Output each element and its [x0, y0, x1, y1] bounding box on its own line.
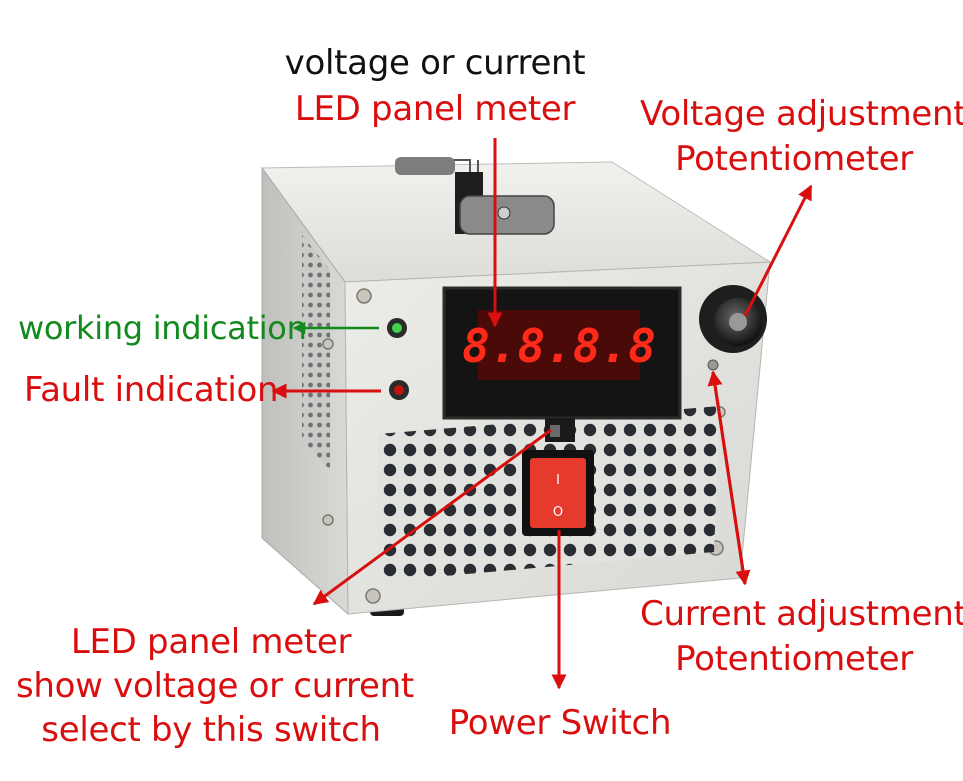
- current-adjust-pot[interactable]: [707, 359, 719, 371]
- label-voltage-or-current: voltage or current: [284, 43, 586, 83]
- label-current-adjustment-line1: Current adjustment: [640, 594, 963, 634]
- label-working-indication: working indication: [18, 309, 307, 347]
- label-voltage-adjustment-line2: Potentiometer: [675, 139, 913, 179]
- carry-handle: [395, 157, 555, 235]
- side-vents: [302, 235, 330, 470]
- label-led-panel-meter: LED panel meter: [294, 89, 576, 129]
- label-fault-indication: Fault indication: [24, 370, 279, 410]
- label-voltage-adjustment: Voltage adjustment Potentiometer: [640, 92, 963, 182]
- power-switch-on-mark: I: [556, 473, 560, 488]
- power-switch-off-mark: O: [553, 505, 563, 520]
- arrow-select-switch: [312, 428, 552, 606]
- label-power-switch: Power Switch: [448, 703, 672, 743]
- voltage-knob[interactable]: [699, 285, 767, 353]
- callout-arrows: [271, 138, 813, 690]
- working-indicator-led: [387, 318, 407, 338]
- label-voltage-adjustment-line1: Voltage adjustment: [640, 94, 963, 134]
- label-current-adjustment: Current adjustment Potentiometer: [640, 592, 963, 682]
- label-current-adjustment-line2: Potentiometer: [675, 639, 913, 679]
- label-switch-note-line2: show voltage or current: [16, 666, 414, 706]
- led-panel-meter: 8.8.8.8: [442, 286, 682, 420]
- power-switch[interactable]: I O: [522, 450, 594, 536]
- label-switch-note: LED panel meter show voltage or current …: [16, 620, 414, 752]
- fault-indicator-led: [389, 380, 409, 400]
- arrow-voltage-pot: [743, 184, 813, 317]
- arrow-current-pot-down: [711, 371, 751, 586]
- label-switch-note-line3: select by this switch: [41, 710, 381, 750]
- led-digits: 8.8.8.8: [462, 319, 656, 373]
- label-switch-note-line1: LED panel meter: [70, 622, 352, 662]
